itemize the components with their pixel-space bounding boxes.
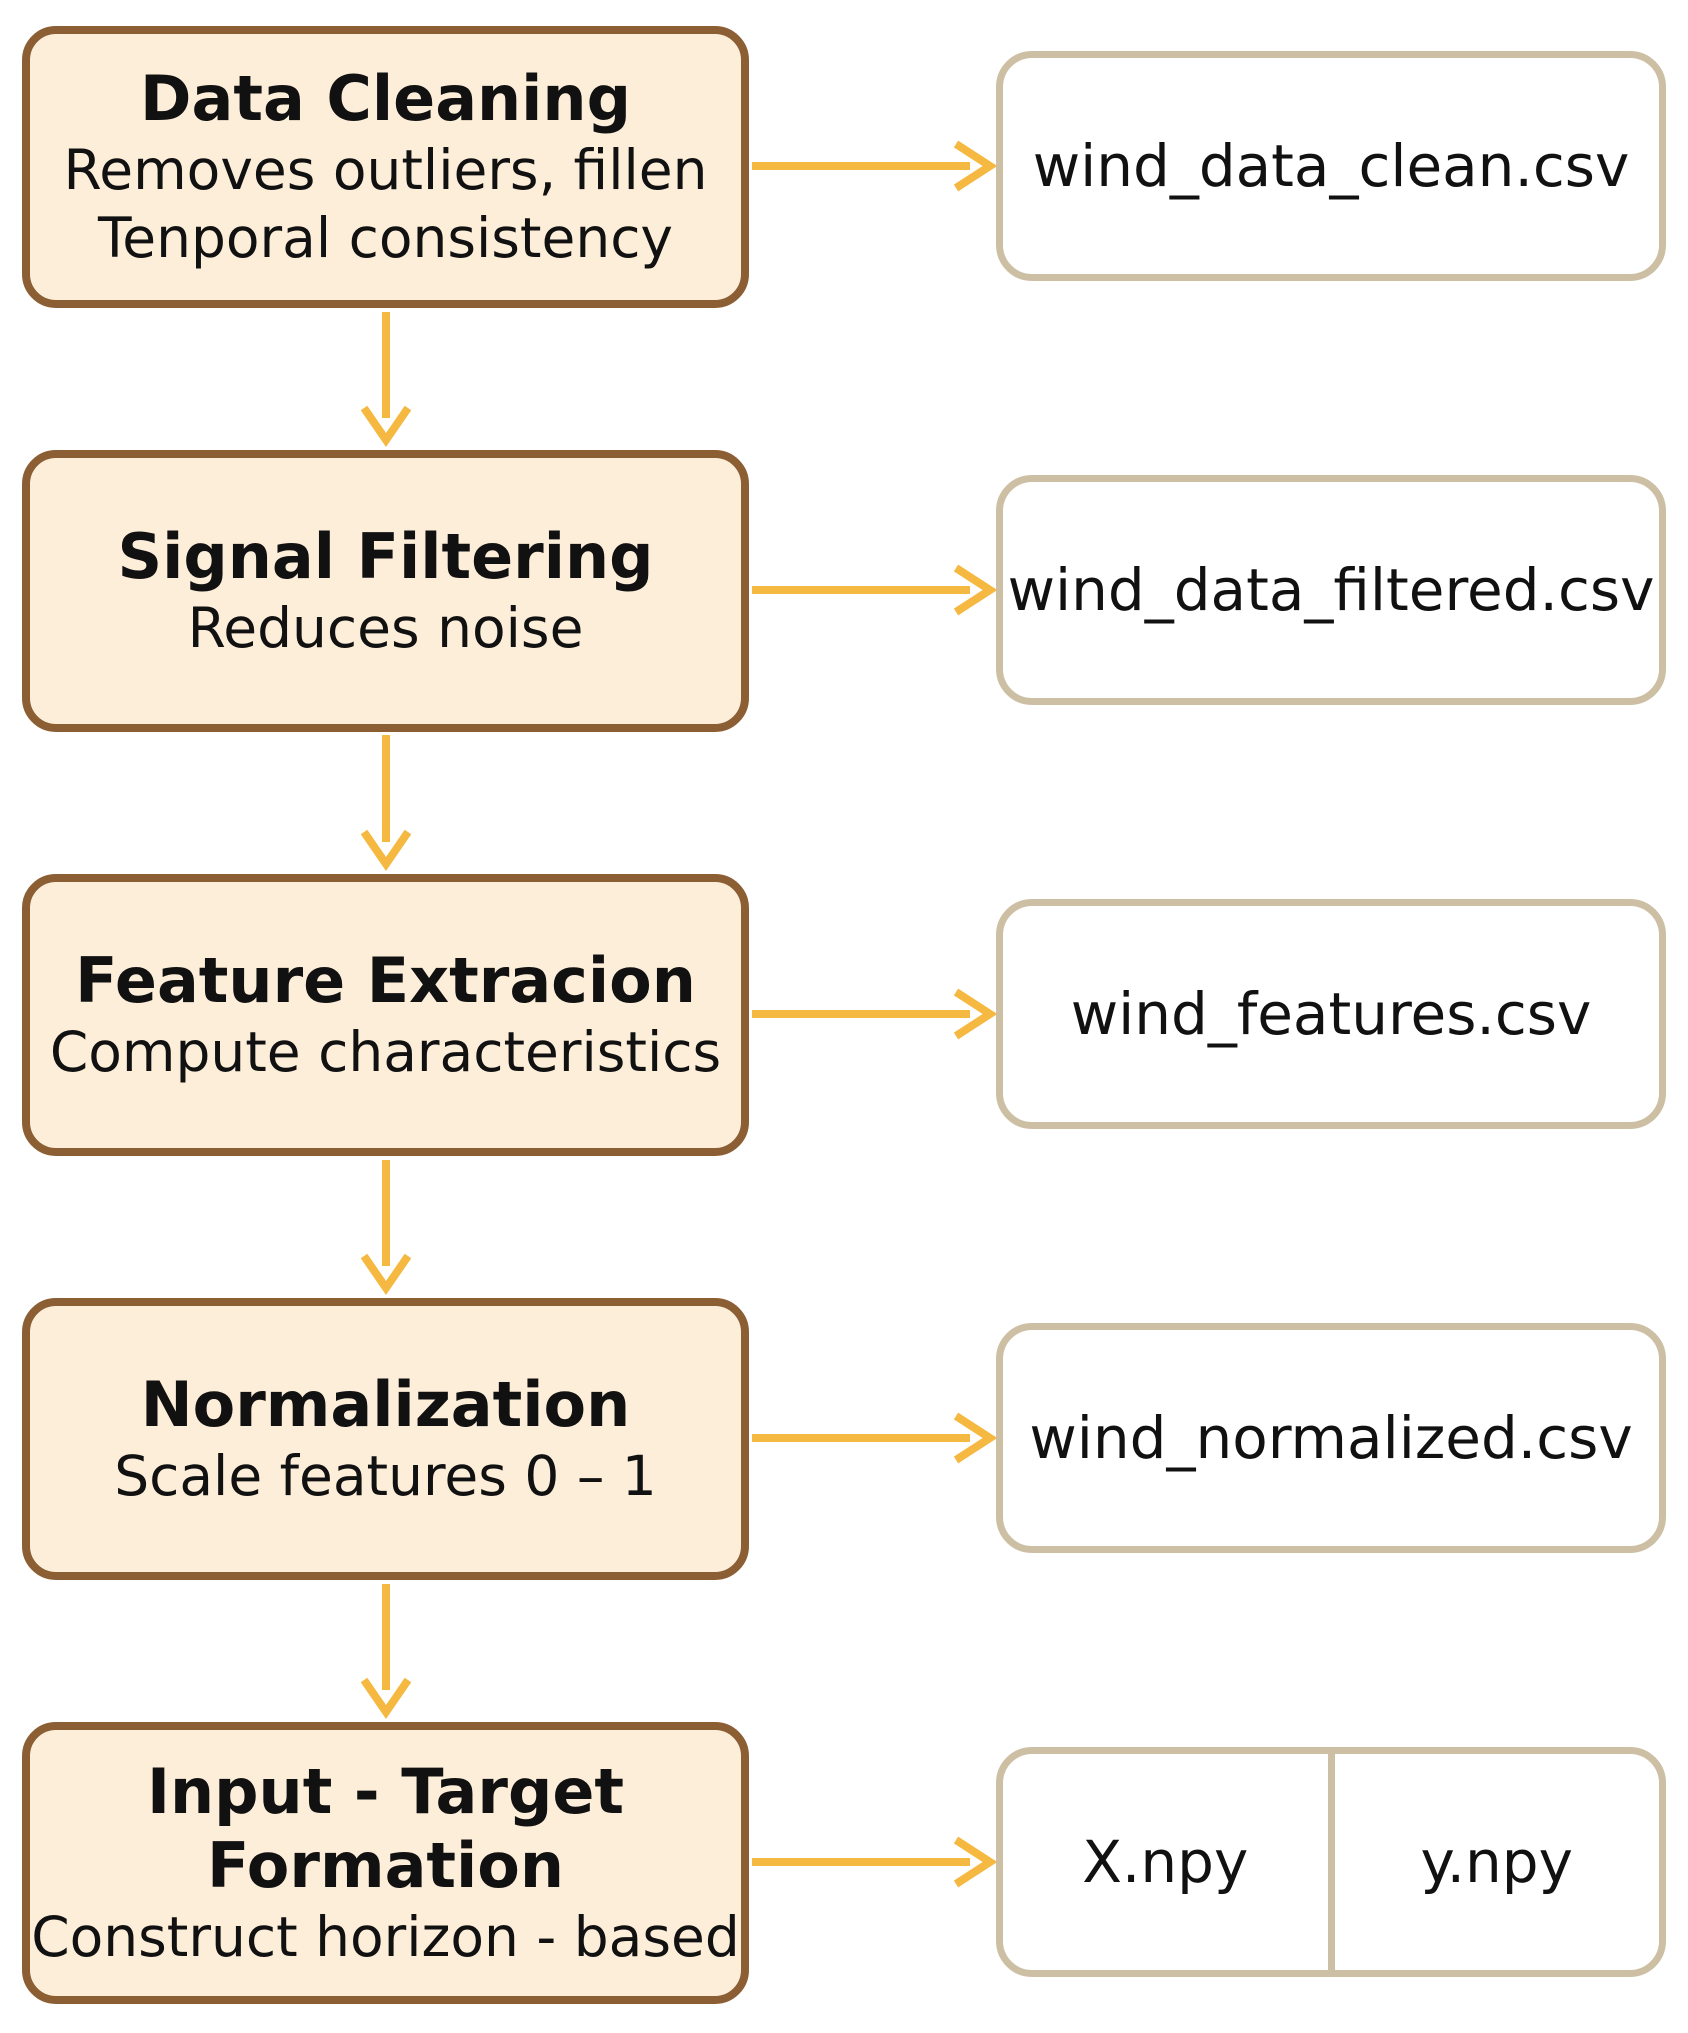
step-title-line: Formation: [206, 1829, 565, 1902]
output-filename: wind_features.csv: [1070, 980, 1592, 1048]
output-file-features: wind_features.csv: [996, 899, 1666, 1129]
output-file-normalized: wind_normalized.csv: [996, 1323, 1666, 1553]
step-title-line: Input - Target: [146, 1755, 625, 1828]
down-arrow-3: [360, 1160, 412, 1296]
output-file-filtered: wind_data_filtered.csv: [996, 475, 1666, 705]
step-title: Data Cleaning: [140, 62, 631, 135]
step-title: Feature Extracion: [75, 944, 696, 1017]
right-arrow-2: [752, 564, 998, 616]
step-description: Reduces noise: [187, 596, 584, 660]
step-title: Normalization: [140, 1368, 631, 1441]
step-normalization: Normalization Scale features 0 – 1: [22, 1298, 749, 1580]
step-feature-extraction: Feature Extracion Compute characteristic…: [22, 874, 749, 1156]
step-title: Signal Filtering: [117, 520, 654, 593]
step-description: Compute characteristics: [49, 1020, 722, 1084]
output-divider: [1327, 1754, 1335, 1970]
output-filename: wind_data_filtered.csv: [1007, 556, 1655, 624]
output-filename: wind_normalized.csv: [1029, 1404, 1633, 1472]
output-files-split: X.npy y.npy: [996, 1747, 1666, 1977]
right-arrow-5: [752, 1836, 998, 1888]
right-arrow-3: [752, 988, 998, 1040]
step-description: Removes outliers, fillen: [63, 138, 708, 202]
right-arrow-4: [752, 1412, 998, 1464]
down-arrow-1: [360, 312, 412, 448]
step-input-target-formation: Input - Target Formation Construct horiz…: [22, 1722, 749, 2004]
down-arrow-2: [360, 735, 412, 872]
step-description: Scale features 0 – 1: [114, 1444, 657, 1508]
output-x-npy: X.npy: [1082, 1828, 1249, 1896]
output-y-npy: y.npy: [1420, 1828, 1573, 1896]
step-description: Tenporal consistency: [98, 206, 673, 270]
right-arrow-1: [752, 140, 998, 192]
step-signal-filtering: Signal Filtering Reduces noise: [22, 450, 749, 732]
down-arrow-4: [360, 1584, 412, 1720]
step-description: Construct horizon - based: [31, 1905, 740, 1969]
output-file-clean: wind_data_clean.csv: [996, 51, 1666, 281]
step-data-cleaning: Data Cleaning Removes outliers, fillen T…: [22, 26, 749, 308]
output-filename: wind_data_clean.csv: [1032, 132, 1630, 200]
